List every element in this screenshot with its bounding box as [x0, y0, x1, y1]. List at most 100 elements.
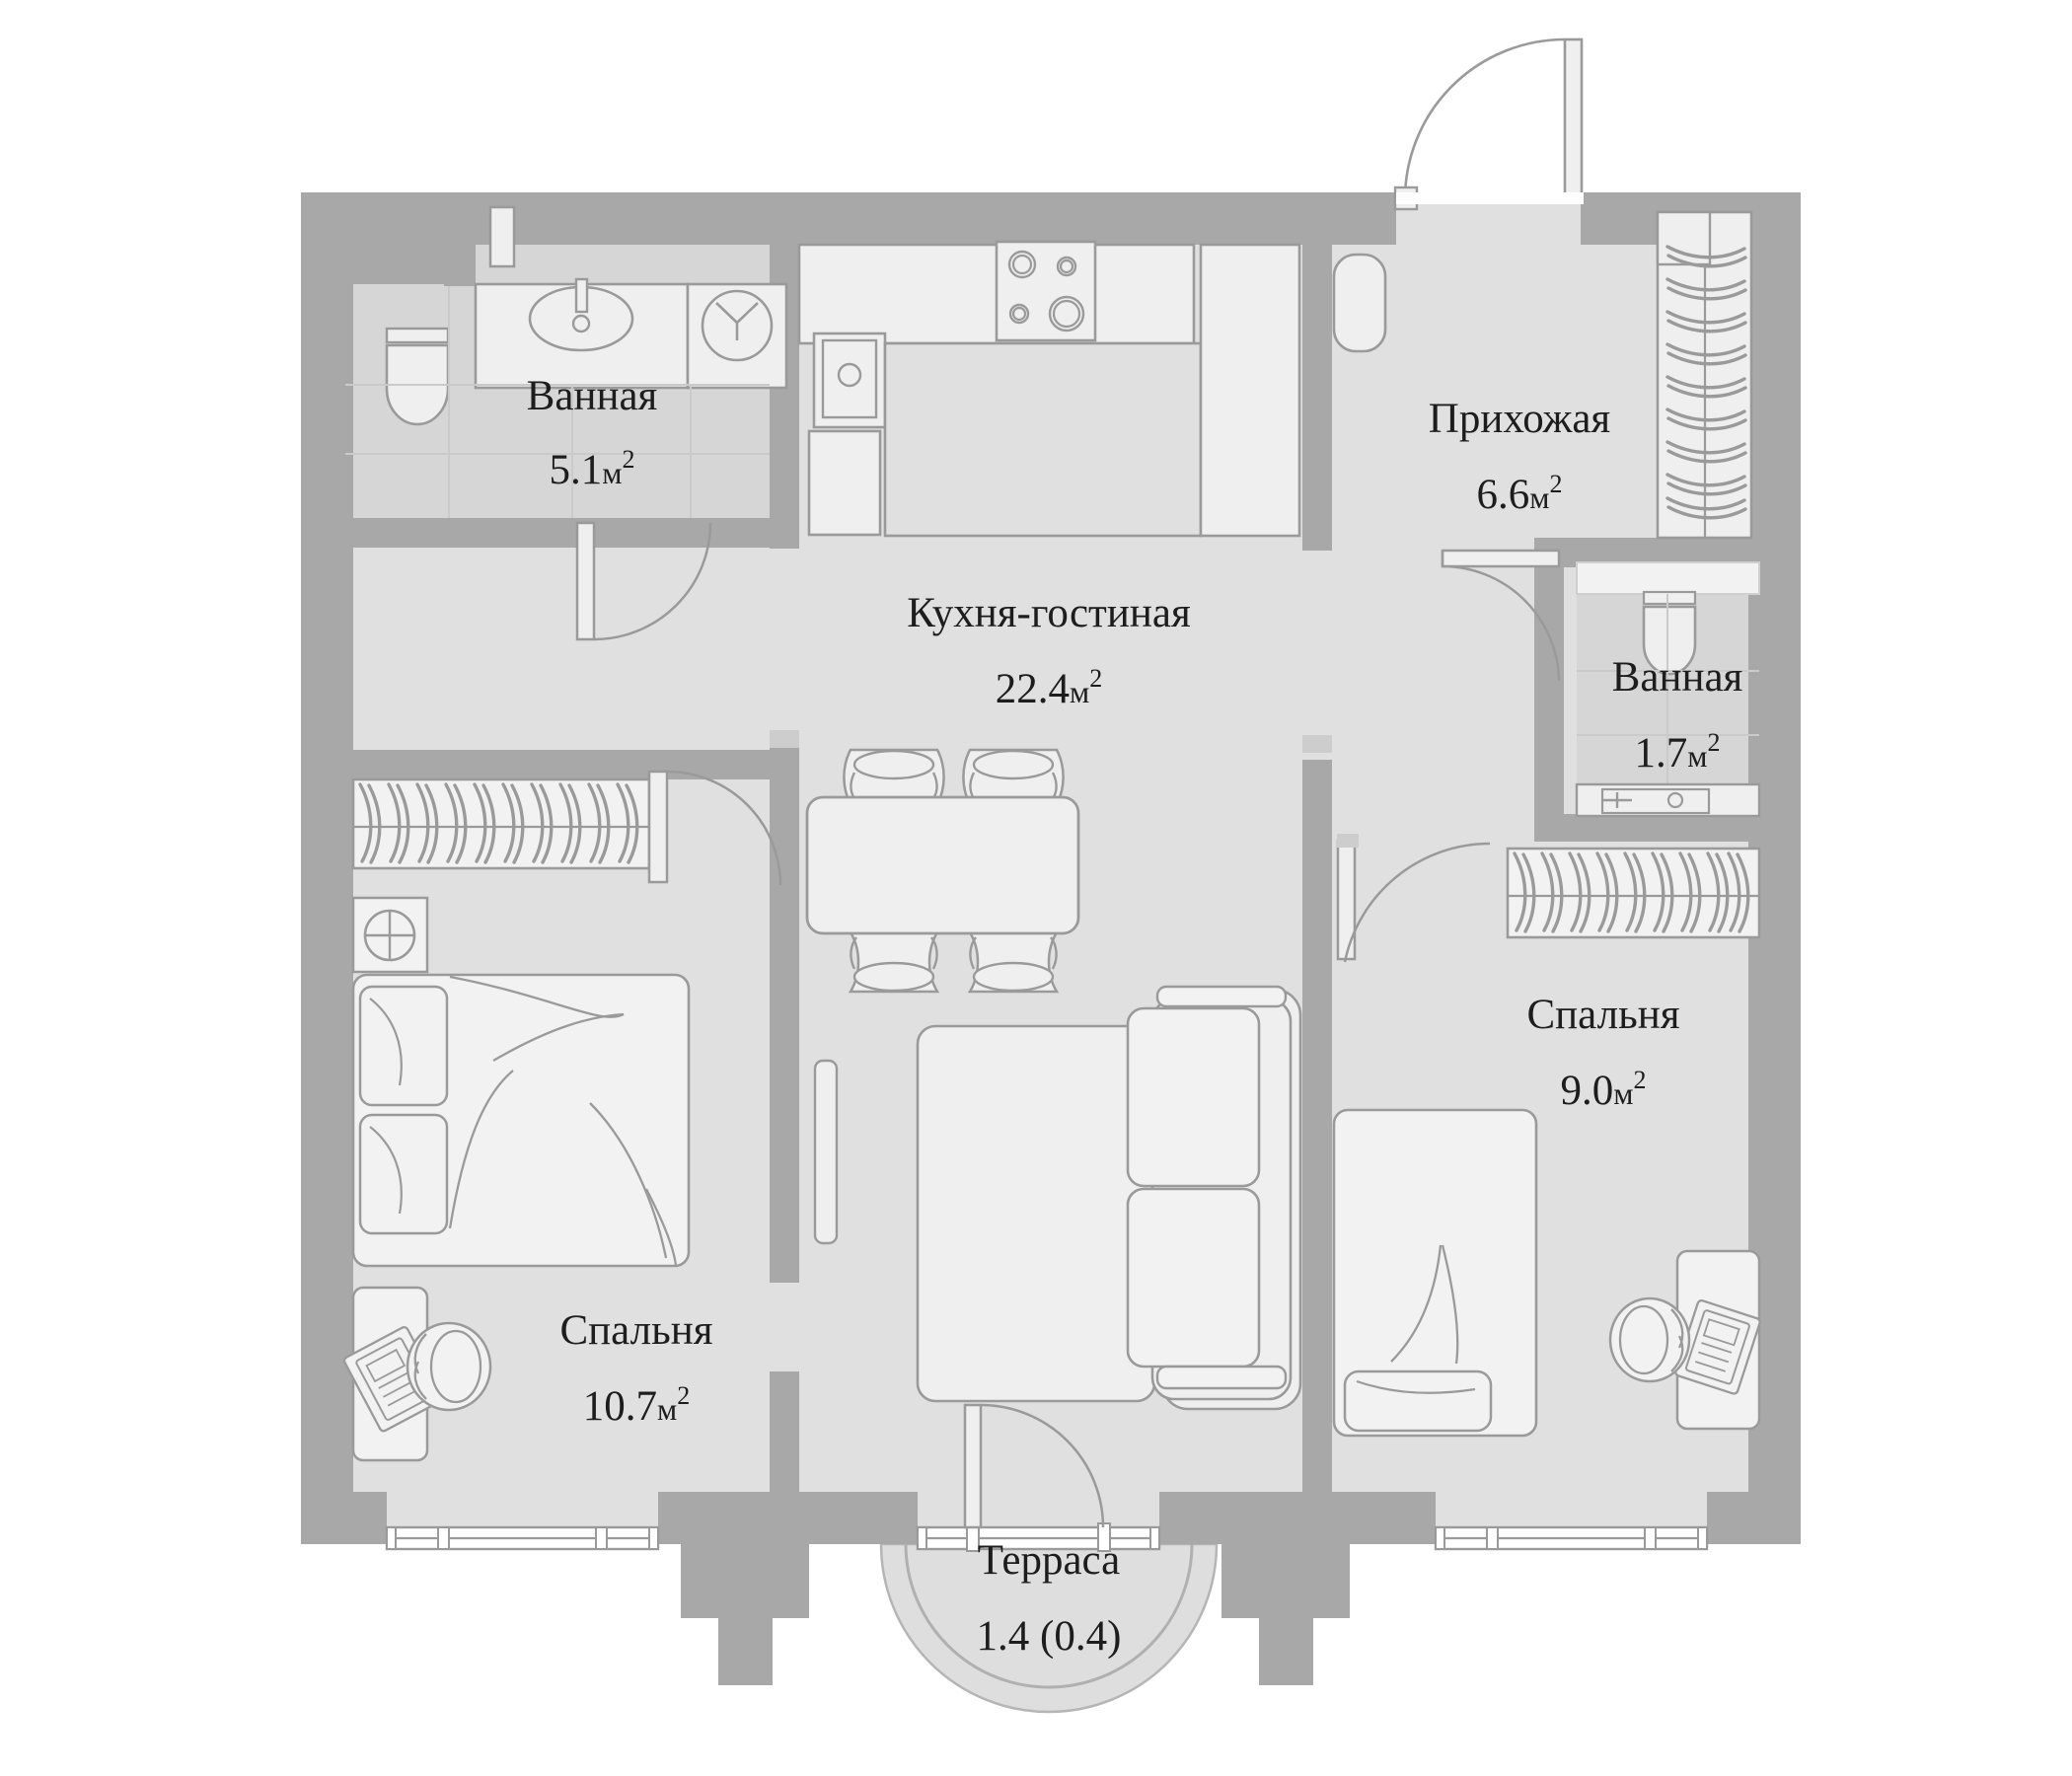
room-label-bedroom-right-name: Спальня: [1526, 992, 1679, 1038]
entry-door[interactable]: [1393, 37, 1584, 211]
bathroom-second-door-swing: [1441, 551, 1561, 682]
area-unit-bedroom-right: м: [1613, 1075, 1633, 1111]
doorway-marker-c: [1337, 834, 1359, 848]
area-unit-kitchen-living: м: [1070, 674, 1089, 709]
room-label-hallway-name: Прихожая: [1429, 396, 1610, 442]
blanket-fold-4: [589, 1102, 668, 1259]
terrace-door-swing: [980, 1403, 1105, 1528]
area-value-bedroom-left: 10.7: [583, 1383, 657, 1430]
window-left-post-c: [595, 1526, 608, 1550]
chair-right: [1608, 1296, 1691, 1383]
room-label-kitchen-living-area: 22.4м2: [996, 664, 1103, 712]
pillow-left-1: [358, 985, 449, 1107]
dining-chair-bottom-right: [967, 930, 1060, 994]
area-sup-bathroom-second: 2: [1708, 728, 1721, 757]
pillow-fold-1: [369, 998, 403, 1086]
area-unit-bedroom-left: м: [657, 1391, 677, 1427]
blanket-fold-5: [644, 1188, 678, 1266]
bedroom-right-door-leaf[interactable]: [1336, 839, 1357, 961]
sofa: [1126, 985, 1302, 1411]
wall-kitchen-bedroom-right: [1302, 918, 1332, 1495]
pillow-left-2: [358, 1113, 449, 1235]
chair-left: [406, 1321, 492, 1412]
area-value-hallway: 6.6: [1477, 472, 1530, 518]
entry-door-leaf[interactable]: [1563, 37, 1584, 201]
doorway-marker-b: [1302, 735, 1332, 753]
burner-inner-icon-4: [1052, 299, 1081, 329]
wall-kitchen-bedroom-right-top: [1302, 760, 1332, 918]
bathroom-main-door-leaf[interactable]: [575, 521, 596, 641]
bedroom-right-door-swing: [1343, 842, 1491, 963]
terrace-inner-arc: [904, 1543, 1194, 1689]
window-right-post-a: [1435, 1526, 1445, 1550]
burner-inner-icon-3: [1011, 306, 1027, 322]
sofa-cushion-bottom: [1126, 1187, 1261, 1369]
bathroom-main-door-swing: [593, 522, 712, 641]
dining-chair-top-left: [843, 748, 945, 806]
window-right-post-c: [1644, 1526, 1657, 1550]
pillow-right-fold: [1356, 1379, 1476, 1394]
bedroom-left-door-swing: [666, 770, 782, 886]
washing-machine-drum-icon: [701, 289, 774, 362]
area-unit-hallway: м: [1529, 480, 1549, 515]
ledge-left-outer: [681, 1544, 809, 1618]
dining-set: [805, 748, 1080, 994]
exterior-ledges: [681, 1544, 1350, 1685]
room-label-bathroom-second-area: 1.7м2: [1635, 728, 1721, 777]
sofa-cushion-top: [1126, 1006, 1261, 1188]
wall-left-closet-top: [353, 750, 649, 779]
kitchen-cabinet-lower: [807, 429, 882, 537]
entry-door-swing: [1403, 37, 1566, 200]
terrace-area: [879, 1542, 1219, 1714]
kitchen-tall-cabinet: [1199, 243, 1301, 538]
bedroom-left-door-leaf[interactable]: [647, 770, 669, 884]
bedroom-left-furniture: [342, 770, 782, 1462]
tv-panel: [813, 1059, 839, 1245]
area-value-bedroom-right: 9.0: [1561, 1068, 1614, 1114]
pillow-right-1: [1343, 1369, 1493, 1433]
burner-icon-1: [1007, 250, 1037, 279]
ledge-left-stem: [718, 1618, 773, 1685]
room-label-terrace-name: Терраса: [978, 1537, 1121, 1584]
pillow-fold-2: [369, 1126, 403, 1215]
bathroom-second-fixtures: [1441, 549, 1761, 818]
terrace-door-leaf[interactable]: [963, 1403, 983, 1529]
bedroom-right-furniture: [1332, 839, 1761, 1438]
wall-bath-main-bottom2: [572, 518, 799, 548]
window-center-post-a: [917, 1526, 927, 1550]
bed-right-frame: [1332, 1108, 1538, 1438]
toilet-bowl-second-icon: [1642, 605, 1697, 676]
window-center-post-d: [1149, 1526, 1160, 1550]
windows-bottom: [385, 1403, 1709, 1552]
doorway-marker-a: [770, 730, 799, 748]
wall-left: [301, 192, 353, 1544]
blanket-fold-1: [449, 975, 625, 1018]
terrace-outer-arc: [879, 1542, 1219, 1714]
room-label-bathroom-main-name: Ванная: [527, 373, 658, 419]
doorway-markers: [770, 730, 1359, 848]
room-label-bedroom-left-area: 10.7м2: [583, 1381, 691, 1430]
living-area-furniture: [813, 985, 1302, 1411]
bathroom-main-fixtures: [345, 277, 788, 641]
toilet-tank-second: [1642, 590, 1697, 606]
hallway-fixtures: [1332, 210, 1753, 540]
blanket-right-fold-1: [1390, 1244, 1443, 1363]
laptop-right-icon: [1674, 1298, 1761, 1395]
laptop-left-icon: [342, 1325, 445, 1433]
sofa-arm-top: [1155, 985, 1288, 1008]
wall-bath-main-bottom: [353, 518, 572, 548]
entry-door-opening: [1396, 192, 1584, 204]
area-unit-bathroom-second: м: [1687, 738, 1707, 774]
kitchen-island: [883, 341, 1203, 538]
window-right-post-d: [1697, 1526, 1708, 1550]
bathroom-second-door-leaf[interactable]: [1441, 549, 1561, 568]
window-left-post-b: [437, 1526, 450, 1550]
ledge-right-stem: [1259, 1618, 1313, 1685]
blanket-fold-2: [492, 1012, 625, 1062]
area-value-kitchen-living: 22.4: [996, 666, 1070, 712]
bath-second-ledge: [1576, 561, 1760, 595]
kitchen-fixtures: [797, 240, 1301, 538]
ledge-post: [488, 205, 516, 268]
